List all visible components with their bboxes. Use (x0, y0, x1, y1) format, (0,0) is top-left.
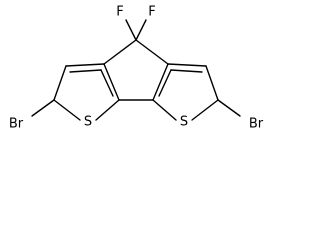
bond-left-s-c7a (95, 99, 120, 121)
bond-left-c2-s (53, 99, 81, 121)
atom-labels: F F S S Br Br (9, 5, 264, 132)
bond-left-c3-c2 (53, 65, 67, 101)
bromine-right-label: Br (249, 117, 264, 132)
bond-c4-f-left (125, 19, 137, 41)
bond-right-c3b-c3-inner (170, 69, 203, 73)
chemical-structure-diagram: F F S S Br Br (9, 5, 264, 132)
bonds (31, 19, 241, 121)
bond-left-c7a-inner (100, 69, 114, 97)
bond-right-c2-br (217, 99, 241, 117)
sulfur-left-label: S (84, 115, 92, 130)
sulfur-right-label: S (180, 115, 188, 130)
bond-right-c3-c2 (205, 65, 219, 101)
bond-c3b-c7b (152, 63, 169, 101)
bromine-left-label: Br (9, 117, 24, 132)
bond-left-c3a-c3-inner (69, 69, 102, 73)
bond-right-s-c7b (152, 99, 177, 121)
bond-c4-c3a (103, 39, 137, 65)
bond-right-c7b-inner (158, 69, 172, 97)
bond-right-c3b-c3 (167, 63, 207, 67)
bond-c3a-c7a (103, 63, 120, 101)
fluorine-left-label: F (116, 5, 123, 20)
fluorine-right-label: F (148, 5, 155, 20)
bond-left-c2-br (31, 99, 55, 117)
bond-right-c2-s (191, 99, 219, 121)
bond-left-c3a-c3 (65, 63, 105, 67)
bond-c4-f-right (135, 19, 147, 41)
bond-c4-c3b (135, 39, 169, 65)
